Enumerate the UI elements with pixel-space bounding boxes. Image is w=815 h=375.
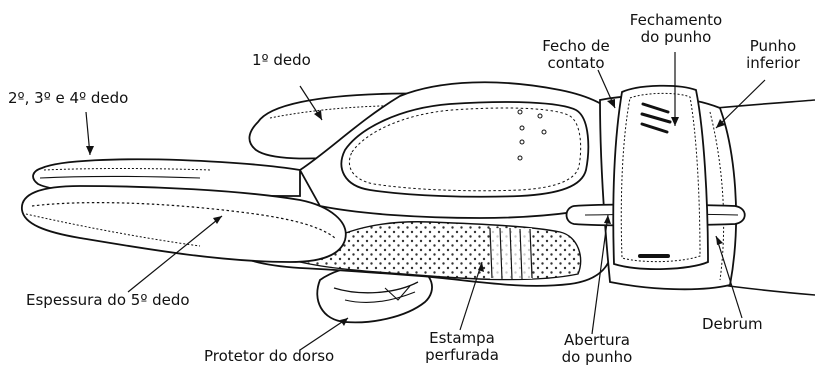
- label-wrist-opening-line1: Abertura: [552, 332, 642, 349]
- label-perforated-print-line2: perfurada: [412, 347, 512, 364]
- leader-back-protector: [300, 318, 348, 350]
- label-lower-cuff-line2: inferior: [738, 55, 808, 72]
- label-lower-cuff-line1: Punho: [738, 38, 808, 55]
- label-contact-closure-line1: Fecho de: [526, 38, 626, 55]
- label-fifth-finger-thickness: Espessura do 5º dedo: [26, 292, 190, 309]
- label-perforated-print-line1: Estampa: [412, 330, 512, 347]
- label-wrist-closure-line2: do punho: [616, 29, 736, 46]
- label-piping: Debrum: [702, 316, 763, 333]
- label-contact-closure-line2: contato: [526, 55, 626, 72]
- label-finger-1: 1º dedo: [252, 52, 311, 69]
- label-wrist-opening: Abertura do punho: [552, 332, 642, 366]
- label-fingers-2-3-4: 2º, 3º e 4º dedo: [8, 90, 128, 107]
- arm-outline-top: [716, 100, 815, 108]
- ribbed-panel: [490, 228, 532, 279]
- label-perforated-print: Estampa perfurada: [412, 330, 512, 364]
- label-wrist-opening-line2: do punho: [552, 349, 642, 366]
- label-wrist-closure-line1: Fechamento: [616, 12, 736, 29]
- label-back-protector: Protetor do dorso: [204, 348, 334, 365]
- label-wrist-closure: Fechamento do punho: [616, 12, 736, 46]
- label-lower-cuff: Punho inferior: [738, 38, 808, 72]
- label-contact-closure: Fecho de contato: [526, 38, 626, 72]
- wrist-strap: [613, 86, 708, 269]
